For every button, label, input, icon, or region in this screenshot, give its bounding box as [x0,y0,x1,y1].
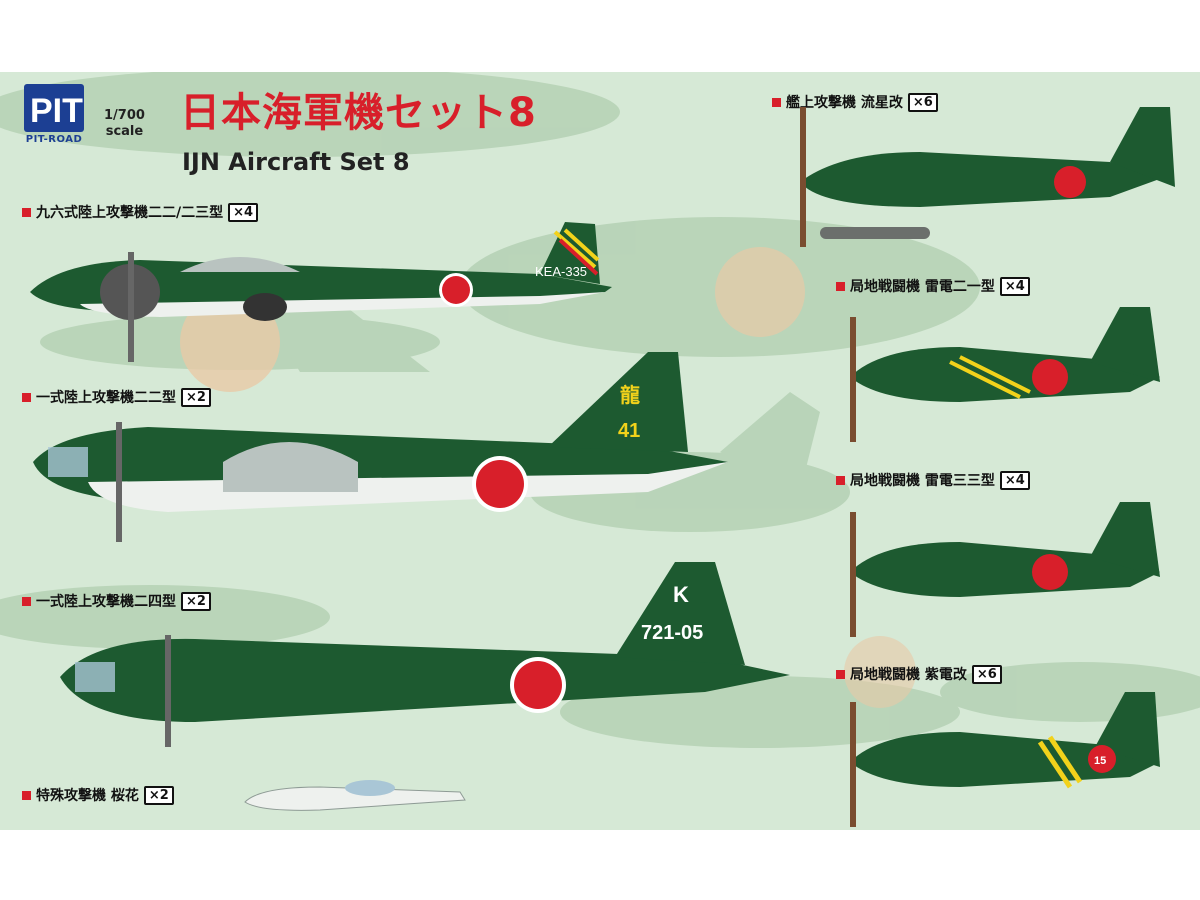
bullet-icon [22,392,31,402]
aircraft-name: 一式陸上攻撃機二二型 [36,390,176,406]
aircraft-label: 一式陸上攻撃機二二型 ×2 [22,387,211,407]
g4m-24-aircraft-illustration: K 721-05 [60,562,790,747]
aircraft-label: 局地戦闘機 雷電三三型 ×4 [836,470,1030,490]
logo-text: PIT-ROAD [25,134,83,145]
bullet-icon [836,475,845,485]
g4m-22-aircraft-illustration: 龍 41 [33,352,728,542]
scale-ratio: 1/700 [104,108,145,123]
bullet-icon [22,790,31,800]
tail-letter: K [673,582,689,607]
aircraft-name: 局地戦闘機 紫電改 [850,667,967,683]
bullet-icon [836,281,845,291]
tail-number: 41 [618,420,640,442]
tail-code: KEA-335 [535,264,587,279]
scale-word: scale [105,124,144,139]
aircraft-label: 特殊攻撃機 桜花 ×2 [22,785,174,805]
aircraft-name: 局地戦闘機 雷電三三型 [850,473,995,489]
aircraft-name: 特殊攻撃機 桜花 [36,788,139,804]
quantity-badge: ×2 [181,591,211,611]
aircraft-name: 九六式陸上攻撃機二二/二三型 [36,205,224,221]
scale-label: 1/700 scale [104,108,145,140]
quantity-badge: ×6 [971,664,1002,684]
ryusei-aircraft-illustration [800,107,1175,247]
aircraft-name: 局地戦闘機 雷電二一型 [850,279,995,295]
quantity-badge: ×6 [907,92,938,112]
raiden-33-aircraft-illustration [850,502,1160,637]
quantity-badge: ×4 [228,202,259,222]
ohka-aircraft-illustration [244,780,466,811]
quantity-badge: ×4 [999,276,1030,296]
aircraft-label: 局地戦闘機 雷電二一型 ×4 [836,276,1030,296]
g3m-aircraft-illustration: KEA-335 [30,222,612,362]
title-japanese: 日本海軍機セット8 [180,90,537,136]
bullet-icon [836,669,845,679]
aircraft-name: 艦上攻撃機 流星改 [786,95,903,111]
shiden-kai-aircraft-illustration: 15 [850,692,1160,827]
raiden-21-aircraft-illustration [850,307,1160,442]
aircraft-label: 九六式陸上攻撃機二二/二三型 ×4 [22,202,259,222]
fuselage-number: 15 [1094,755,1106,767]
quantity-badge: ×2 [181,387,211,407]
tail-number: 721-05 [641,622,703,644]
aircraft-label: 艦上攻撃機 流星改 ×6 [772,92,938,112]
aircraft-label: 一式陸上攻撃機二四型 ×2 [22,591,211,611]
bullet-icon [22,596,31,606]
svg-text:PIT: PIT [30,92,83,130]
tail-kanji: 龍 [620,383,640,407]
box-art-panel: PIT PIT-ROAD 1/700 scale 日本海軍機セット8 IJN A… [0,72,1200,830]
quantity-badge: ×2 [143,785,174,805]
quantity-badge: ×4 [999,470,1030,490]
bullet-icon [22,207,31,217]
title-english: IJN Aircraft Set 8 [182,148,410,176]
pit-road-logo: PIT PIT-ROAD [18,84,90,145]
bullet-icon [772,97,781,107]
aircraft-label: 局地戦闘機 紫電改 ×6 [836,664,1002,684]
aircraft-name: 一式陸上攻撃機二四型 [36,594,176,610]
